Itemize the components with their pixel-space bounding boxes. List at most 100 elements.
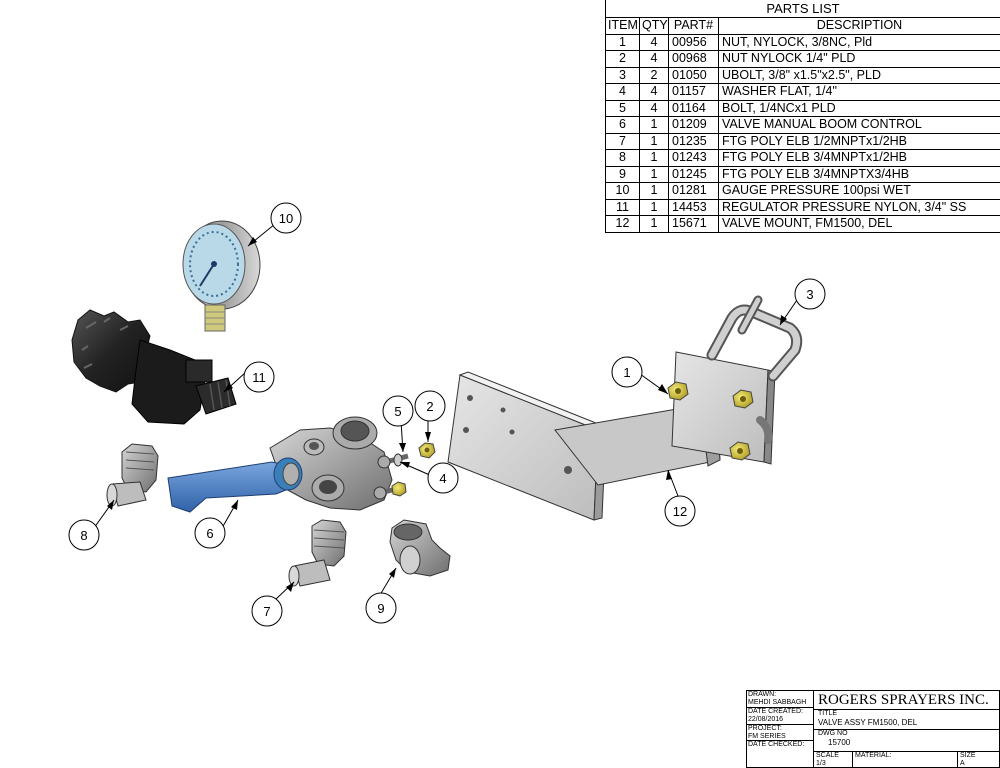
project-label: PROJECT:: [748, 725, 782, 732]
part-cell: 15671: [668, 215, 719, 233]
item-cell: 9: [605, 165, 640, 183]
qty-cell: 1: [639, 165, 669, 183]
part-cell: 14453: [668, 198, 719, 216]
date-checked-label: DATE CHECKED:: [748, 741, 805, 748]
part-cell: 01050: [668, 66, 719, 84]
desc-cell: FTG POLY ELB 1/2MNPTx1/2HB: [718, 132, 1000, 150]
material-cell: MATERIAL:: [852, 751, 958, 768]
pressure-regulator: [71, 309, 237, 425]
qty-cell: 1: [639, 182, 669, 200]
item-balloon-8: 8: [68, 519, 100, 551]
material-label: MATERIAL:: [855, 752, 892, 759]
part-cell: 01245: [668, 165, 719, 183]
qty-cell: 1: [639, 132, 669, 150]
svg-text:10: 10: [279, 211, 293, 226]
date-checked-cell: DATE CHECKED:: [746, 740, 814, 768]
item-cell: 2: [605, 50, 640, 68]
elbow-fitting-3-4x1-2: [106, 443, 159, 507]
item-balloon-7: 7: [251, 595, 283, 627]
item-balloon-3: 3: [794, 278, 826, 310]
pressure-gauge: [182, 220, 261, 332]
parts-list-title: PARTS LIST: [605, 0, 1000, 17]
qty-cell: 4: [639, 50, 669, 68]
item-balloon-1: 1: [611, 356, 643, 388]
part-cell: 01281: [668, 182, 719, 200]
size: A: [960, 759, 965, 767]
qty-cell: 4: [639, 99, 669, 117]
qty-cell: 1: [639, 149, 669, 167]
parts-list-header-row: ITEM QTY PART# DESCRIPTION: [605, 17, 1000, 35]
item-cell: 1: [605, 33, 640, 51]
svg-text:3: 3: [806, 287, 813, 302]
header-qty: QTY: [639, 17, 669, 35]
svg-text:9: 9: [377, 601, 384, 616]
elbow-fitting-1-2x1-2: [288, 519, 347, 587]
size-label: SIZE: [960, 752, 976, 759]
scale-label: SCALE: [816, 752, 839, 759]
part-cell: 01209: [668, 116, 719, 134]
scale: 1/3: [816, 759, 826, 767]
item-cell: 6: [605, 116, 640, 134]
svg-text:7: 7: [263, 604, 270, 619]
nylock-nut-1-4: [418, 442, 436, 459]
svg-text:12: 12: [673, 504, 687, 519]
title-cell: TITLE VALVE ASSY FM1500, DEL: [813, 709, 1000, 730]
header-item: ITEM: [605, 17, 640, 35]
qty-cell: 4: [639, 33, 669, 51]
item-balloon-4: 4: [427, 462, 459, 494]
part-cell: 01164: [668, 99, 719, 117]
item-balloon-9: 9: [365, 592, 397, 624]
header-description: DESCRIPTION: [718, 17, 1000, 35]
desc-cell: VALVE MOUNT, FM1500, DEL: [718, 215, 1000, 233]
svg-text:2: 2: [426, 399, 433, 414]
qty-cell: 2: [639, 66, 669, 84]
project: FM SERIES: [748, 732, 786, 740]
nylock-nuts-3-8: [667, 381, 754, 461]
leader-arrowheads: [107, 237, 787, 592]
item-balloon-10: 10: [270, 202, 302, 234]
dwg-no-cell: DWG NO 15700: [813, 729, 1000, 752]
size-cell: SIZE A: [957, 751, 1000, 768]
qty-cell: 1: [639, 116, 669, 134]
part-cell: 01235: [668, 132, 719, 150]
qty-cell: 1: [639, 215, 669, 233]
scale-cell: SCALE 1/3: [813, 751, 853, 768]
svg-text:11: 11: [252, 370, 266, 385]
drawing-title: VALVE ASSY FM1500, DEL: [818, 717, 918, 727]
qty-cell: 4: [639, 83, 669, 101]
company-name: ROGERS SPRAYERS INC.: [813, 690, 1000, 710]
elbow-fitting-3-4x3-4: [389, 519, 451, 577]
date-created-label: DATE CREATED:: [748, 708, 803, 715]
desc-cell: NUT, NYLOCK, 3/8NC, Pld: [718, 33, 1000, 51]
item-balloon-5: 5: [382, 395, 414, 427]
part-cell: 01243: [668, 149, 719, 167]
header-part-number: PART#: [668, 17, 719, 35]
date-created-cell: DATE CREATED: 22/08/2016: [746, 707, 814, 725]
svg-text:8: 8: [80, 528, 87, 543]
svg-text:6: 6: [206, 526, 213, 541]
item-cell: 3: [605, 66, 640, 84]
part-cell: 00968: [668, 50, 719, 68]
drawn-cell: DRAWN: MEHDI SABBAGH: [746, 690, 814, 708]
item-cell: 5: [605, 99, 640, 117]
desc-cell: REGULATOR PRESSURE NYLON, 3/4" SS: [718, 198, 1000, 216]
title-label: TITLE: [818, 710, 838, 717]
svg-text:4: 4: [439, 471, 446, 486]
item-cell: 10: [605, 182, 640, 200]
date-created: 22/08/2016: [748, 715, 784, 723]
item-cell: 8: [605, 149, 640, 167]
desc-cell: UBOLT, 3/8" x1.5"x2.5", PLD: [718, 66, 1000, 84]
desc-cell: GAUGE PRESSURE 100psi WET: [718, 182, 1000, 200]
u-bolt-pair: [706, 295, 803, 444]
desc-cell: BOLT, 1/4NCx1 PLD: [718, 99, 1000, 117]
